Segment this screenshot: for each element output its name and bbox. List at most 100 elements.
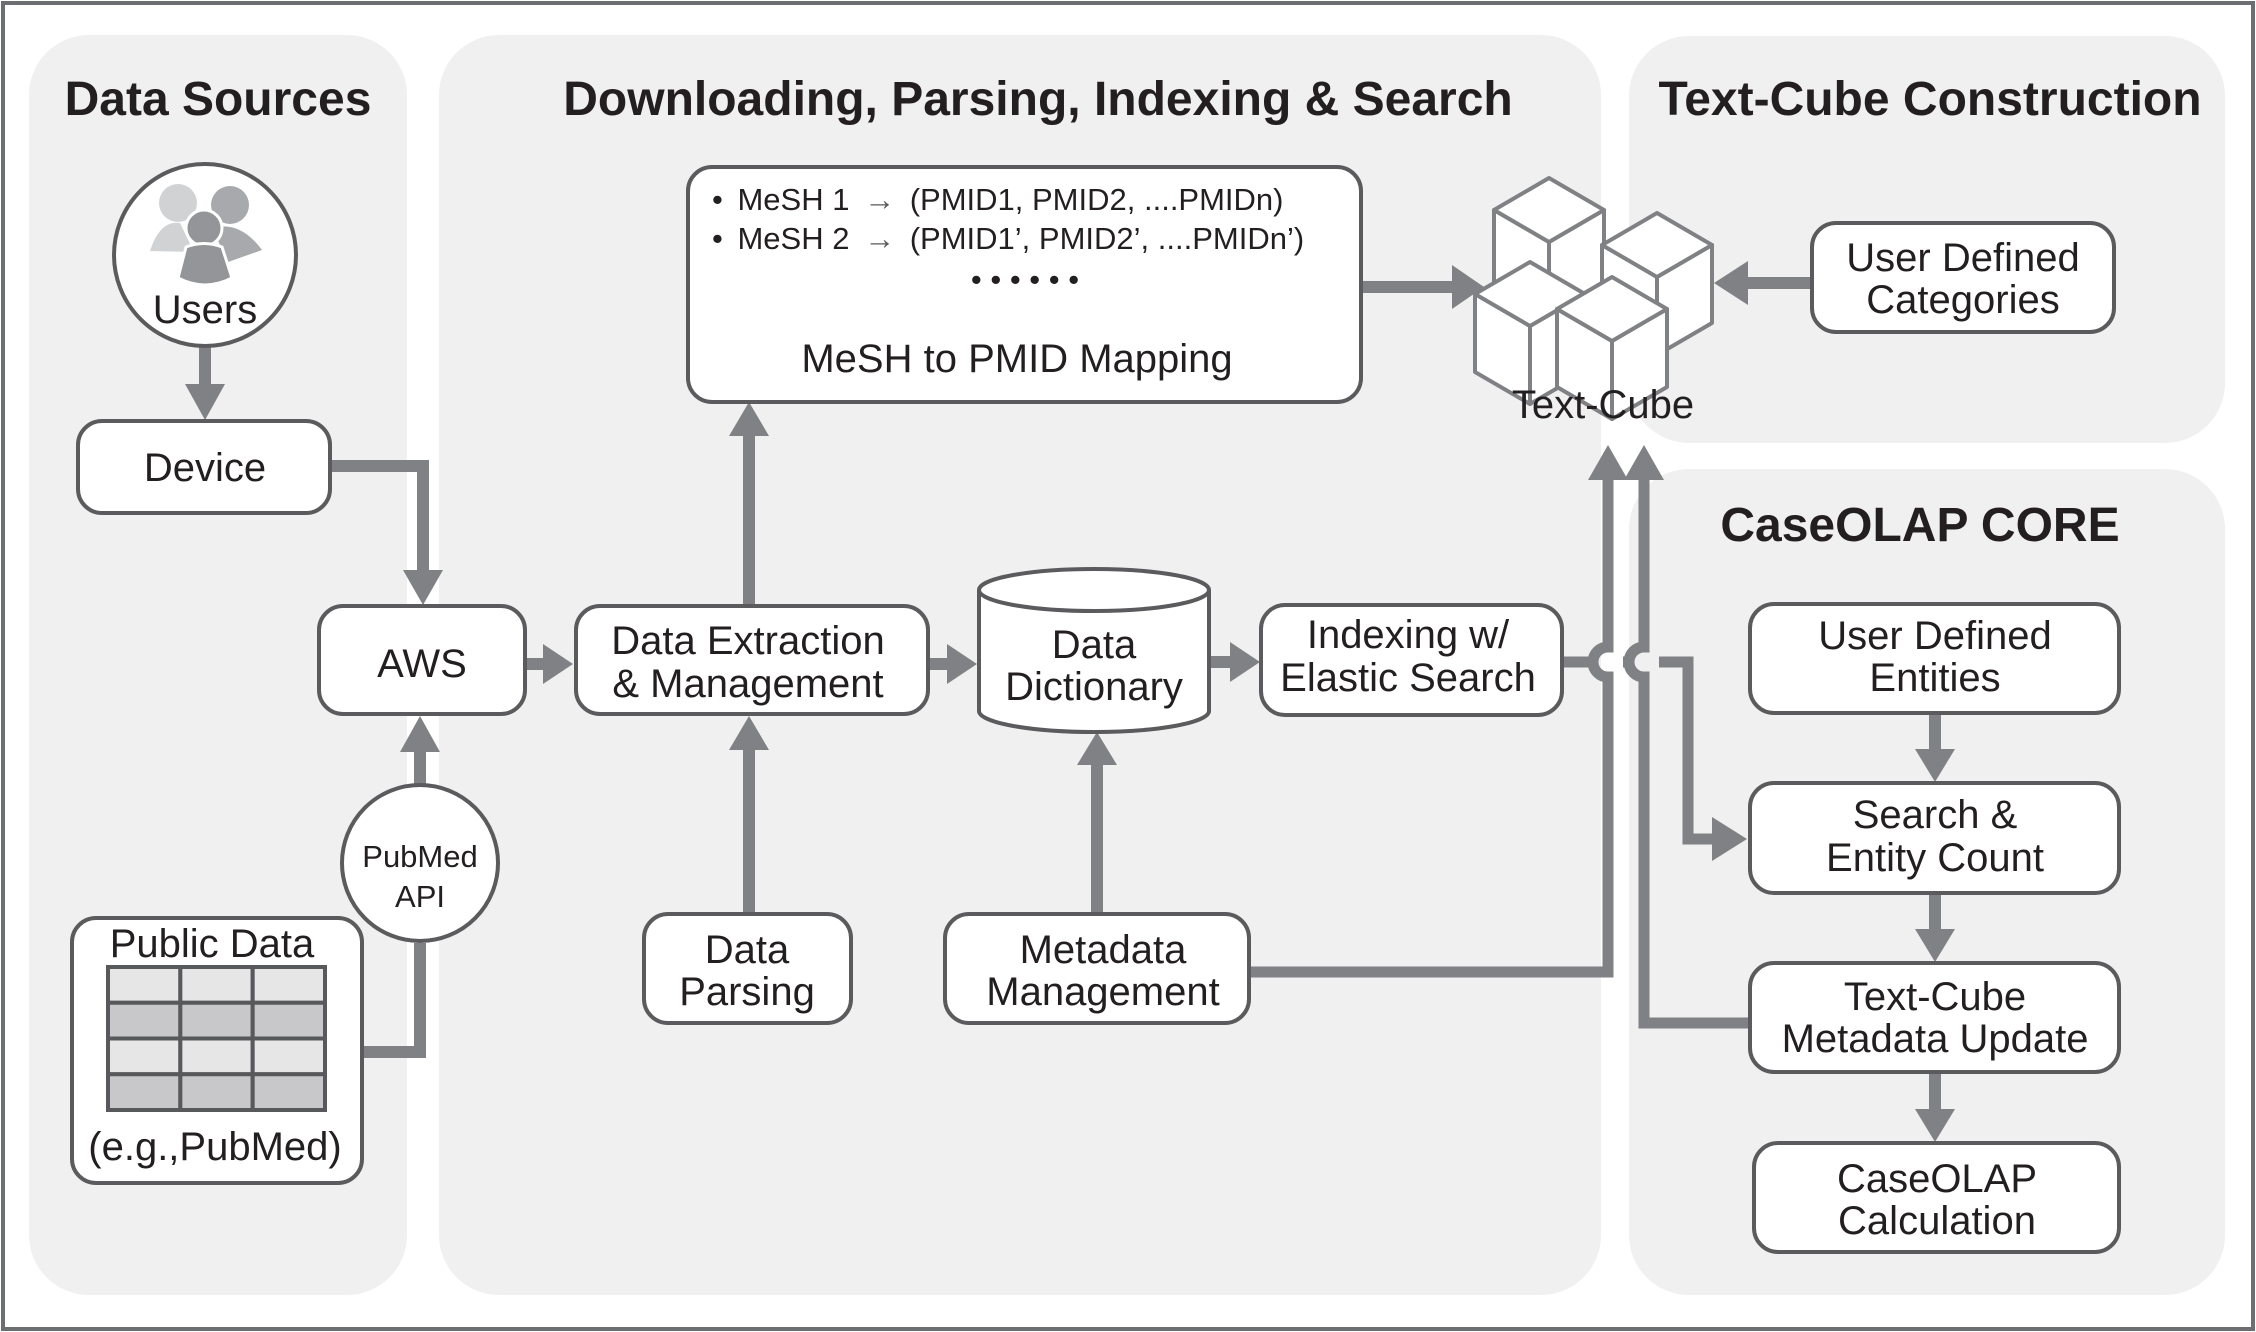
cube-face — [1492, 176, 1606, 244]
indexing-line-1: Indexing w/ — [1307, 613, 1510, 657]
node-data-dictionary[interactable]: Data Dictionary — [977, 567, 1211, 734]
arrowhead-textcube-bottom-1 — [1588, 445, 1628, 480]
mesh-entry-1: • MeSH 1 → (PMID1, PMID2, ....PMIDn) — [712, 182, 1284, 217]
cube-face — [1555, 275, 1669, 343]
data-parsing-line-1: Data — [705, 928, 790, 972]
public-data-table-icon — [106, 965, 328, 1112]
search-entity-count-box — [1748, 781, 2121, 895]
node-text-cube[interactable]: Text-Cube — [1473, 176, 1714, 427]
edge-metadata-textcube — [1249, 475, 1614, 978]
node-user-defined-entities[interactable]: User Defined Entities — [1748, 602, 2121, 715]
arrowhead-dictionary-bottom — [1077, 732, 1117, 765]
table-cell — [106, 965, 183, 1005]
table-cell — [250, 1072, 328, 1112]
table-cell — [250, 1000, 328, 1041]
mesh-entry-1-term: MeSH 1 — [737, 182, 849, 217]
arrowhead-textcube-bottom-2 — [1624, 445, 1664, 480]
indexing-box — [1259, 603, 1564, 717]
data-extraction-line-2: & Management — [612, 662, 883, 706]
aws-box — [317, 604, 527, 716]
user-defined-entities-line-2: Entities — [1869, 656, 2000, 700]
arrowhead-search — [1712, 817, 1747, 861]
arrowhead-textcube-right — [1714, 261, 1748, 305]
node-pubmed-api[interactable]: PubMed API — [340, 783, 500, 943]
public-data-caption: (e.g.,PubMed) — [88, 1125, 341, 1169]
edge-update-textcube — [1623, 475, 1749, 1029]
node-text-cube-metadata-update[interactable]: Text-Cube Metadata Update — [1748, 961, 2121, 1074]
device-box — [76, 419, 332, 515]
user-defined-entities-line-1: User Defined — [1818, 614, 2051, 658]
caseolap-calculation-box — [1752, 1141, 2121, 1254]
users-label: Users — [153, 288, 257, 332]
data-dictionary-top — [977, 567, 1211, 613]
metadata-management-line-2: Management — [986, 970, 1219, 1014]
table-cell — [106, 1072, 183, 1112]
arrowhead-device — [185, 384, 225, 420]
table-cell — [178, 1072, 255, 1112]
text-cube-metadata-update-line-2: Metadata Update — [1782, 1017, 2089, 1061]
public-data-title: Public Data — [110, 922, 315, 966]
table-cell — [250, 1036, 328, 1077]
node-search-entity-count[interactable]: Search & Entity Count — [1748, 781, 2121, 895]
node-metadata-management[interactable]: Metadata Management — [943, 912, 1251, 1025]
arrowhead-mesh — [729, 402, 769, 436]
user-defined-entities-box — [1748, 602, 2121, 715]
caseolap-calculation-line-1: CaseOLAP — [1837, 1157, 2037, 1201]
arrowhead-extraction — [543, 644, 573, 684]
mesh-mapping-box — [686, 165, 1363, 404]
mesh-mapping-title: MeSH to PMID Mapping — [801, 337, 1232, 381]
edge-indexing-search — [1562, 656, 1715, 845]
arrowhead-dictionary — [947, 644, 977, 684]
data-dictionary-line-1: Data — [1052, 623, 1137, 667]
node-device[interactable]: Device — [76, 419, 332, 515]
mesh-entry-2-term: MeSH 2 — [737, 221, 849, 256]
text-cube-metadata-update-box — [1748, 961, 2121, 1074]
indexing-line-2: Elastic Search — [1280, 656, 1536, 700]
arrowhead-extraction-bottom — [729, 716, 769, 750]
mesh-entry-2: • MeSH 2 → (PMID1’, PMID2’, ....PMIDn’) — [712, 221, 1304, 256]
data-extraction-line-1: Data Extraction — [611, 619, 884, 663]
search-entity-count-line-1: Search & — [1853, 793, 2018, 837]
node-aws[interactable]: AWS — [317, 604, 527, 716]
node-users[interactable]: Users — [112, 162, 298, 348]
panel-title-downloading: Downloading, Parsing, Indexing & Search — [563, 73, 1512, 126]
node-caseolap-calculation[interactable]: CaseOLAP Calculation — [1752, 1141, 2121, 1254]
data-dictionary-body — [977, 590, 1211, 734]
node-mesh-mapping[interactable]: • MeSH 1 → (PMID1, PMID2, ....PMIDn) • M… — [686, 165, 1363, 404]
panel-title-data-sources: Data Sources — [65, 73, 372, 126]
text-cube-metadata-update-line-1: Text-Cube — [1844, 975, 2026, 1019]
text-cube-label: Text-Cube — [1512, 383, 1694, 427]
data-dictionary-line-2: Dictionary — [1005, 665, 1183, 709]
panel-title-caseolap-core: CaseOLAP CORE — [1720, 499, 2119, 552]
cube-face — [1600, 211, 1714, 279]
edge-publicdata-pubmedapi — [362, 943, 426, 1058]
mesh-entry-2-arrow-icon: → — [864, 221, 895, 256]
node-user-defined-categories[interactable]: User Defined Categories — [1810, 221, 2116, 334]
arrowhead-aws-top — [403, 570, 443, 605]
device-label: Device — [144, 446, 266, 490]
node-indexing[interactable]: Indexing w/ Elastic Search — [1259, 603, 1564, 717]
table-cell — [178, 965, 255, 1005]
search-entity-count-line-2: Entity Count — [1826, 836, 2044, 880]
node-public-data[interactable]: Public Data (e.g.,PubMed) — [70, 916, 364, 1185]
aws-label: AWS — [377, 642, 467, 686]
table-cell — [178, 1000, 255, 1041]
mesh-entry-2-pmids: (PMID1’, PMID2’, ....PMIDn’) — [910, 221, 1304, 256]
mesh-ellipsis: • • • • • • — [971, 262, 1079, 297]
arrowhead-textcube-left — [1452, 265, 1484, 309]
arrowhead-aws-bottom — [400, 716, 440, 752]
pubmed-api-line-1: PubMed — [362, 839, 477, 874]
node-data-parsing[interactable]: Data Parsing — [642, 912, 853, 1025]
mesh-entry-1-arrow-icon: → — [864, 182, 895, 217]
table-cell — [106, 1036, 183, 1077]
panel-title-text-cube-construction: Text-Cube Construction — [1658, 73, 2201, 126]
data-parsing-line-2: Parsing — [679, 970, 815, 1014]
pubmed-api-circle — [340, 783, 500, 943]
users-group-icon — [150, 184, 262, 287]
table-cell — [178, 1036, 255, 1077]
node-data-extraction[interactable]: Data Extraction & Management — [574, 604, 930, 716]
pubmed-api-line-2: API — [395, 879, 445, 914]
mesh-entry-1-pmids: (PMID1, PMID2, ....PMIDn) — [910, 182, 1284, 217]
connectors — [185, 261, 1955, 1142]
mesh-entry-2-bullet: • — [712, 221, 723, 256]
